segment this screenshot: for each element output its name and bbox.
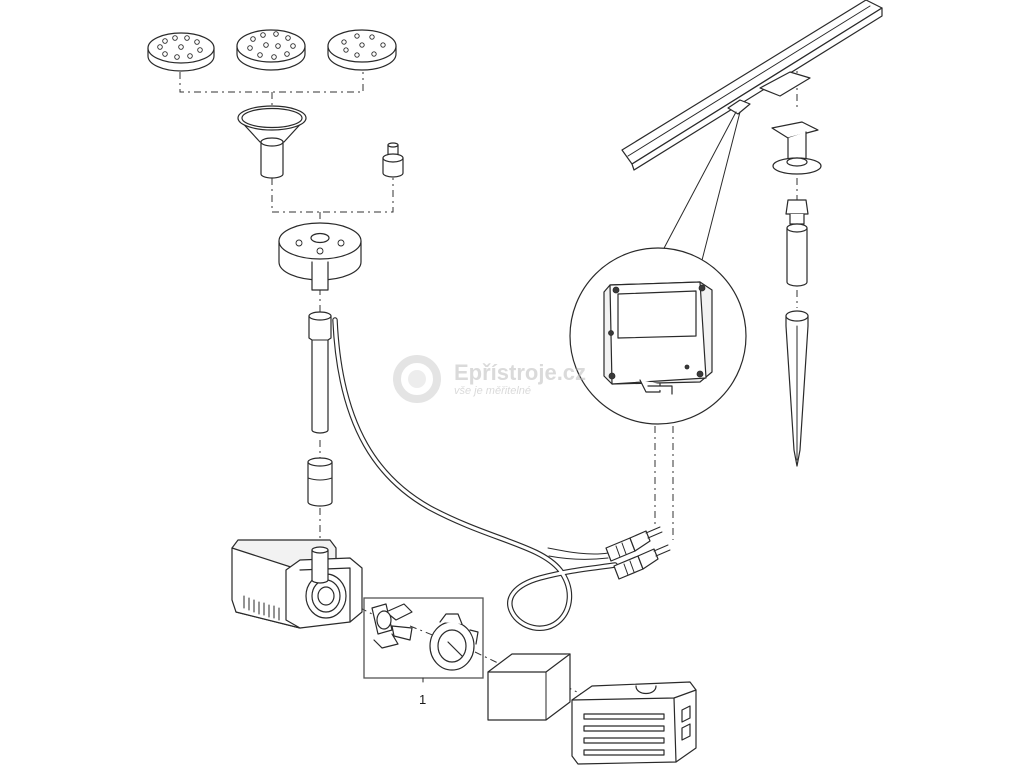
rotor-group-callout: 1 bbox=[419, 677, 426, 707]
panel-mount bbox=[771, 121, 822, 175]
connector-sleeve bbox=[307, 457, 333, 507]
nozzle-disc-2 bbox=[236, 29, 306, 71]
solar-panel bbox=[621, 0, 883, 171]
filter-cage-slots bbox=[583, 705, 691, 756]
filter-sponge bbox=[487, 653, 571, 721]
solar-lead-cable bbox=[547, 547, 609, 560]
impeller-cover bbox=[429, 613, 479, 671]
nozzle-disc-3 bbox=[327, 29, 397, 71]
watermark-name: Epřístroje.cz bbox=[454, 360, 587, 385]
impeller-rotor bbox=[371, 603, 413, 649]
junction-box-detail bbox=[569, 247, 747, 425]
ground-stake bbox=[785, 199, 809, 467]
rotor-group bbox=[363, 597, 484, 679]
callout-label-1: 1 bbox=[419, 692, 426, 707]
cable-connector-1 bbox=[605, 526, 663, 562]
pump-vent-slots bbox=[243, 595, 280, 621]
extension-tube bbox=[308, 311, 332, 434]
flow-adapter bbox=[278, 222, 362, 291]
detail-leader-lines bbox=[661, 111, 741, 269]
nozzle-disc-1 bbox=[147, 32, 215, 72]
cable-connector-2 bbox=[613, 544, 671, 580]
watermark-logo-icon bbox=[393, 355, 441, 403]
pump-cable bbox=[332, 317, 618, 631]
small-nozzle bbox=[382, 142, 404, 178]
watermark-tagline: vše je měřitelné bbox=[454, 385, 532, 397]
filter-cage bbox=[571, 681, 697, 765]
pump-body bbox=[231, 539, 363, 629]
site-watermark: Epřístroje.cz vše je měřitelné bbox=[392, 354, 586, 404]
funnel-nozzle bbox=[237, 105, 307, 179]
